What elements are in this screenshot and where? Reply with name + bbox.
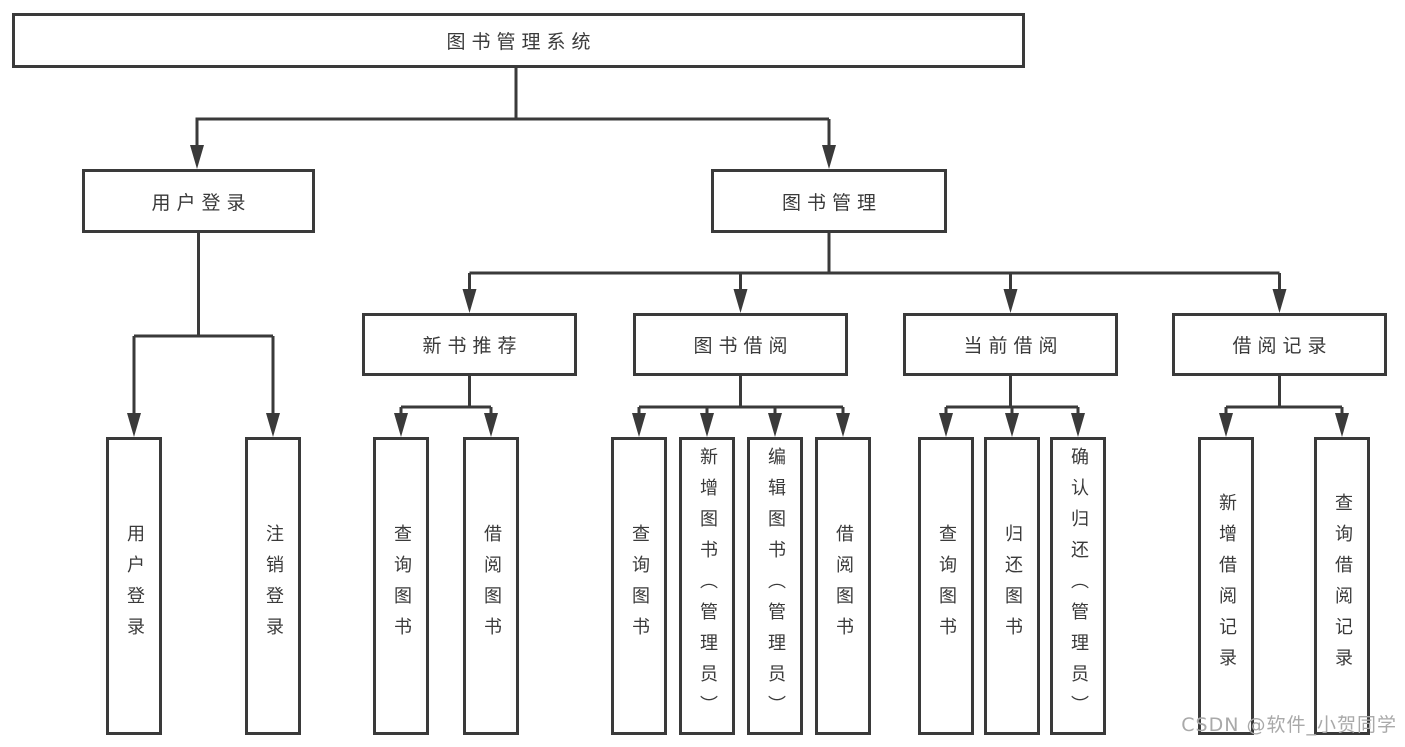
node-label: 新增借阅记录 [1216,493,1237,679]
node-new-book-recommend: 新书推荐 [362,313,577,376]
node-book-borrowing: 图书借阅 [633,313,848,376]
node-label: 借阅图书 [481,524,502,648]
node-cb-query-books: 查询图书 [918,437,974,735]
node-current-borrowing: 当前借阅 [903,313,1118,376]
node-label: 借阅图书 [833,524,854,648]
node-br-query-record: 查询借阅记录 [1314,437,1370,735]
node-bb-edit-books-admin: 编辑图书（管理员） [747,437,803,735]
node-label: 查询图书 [391,524,412,648]
node-label: 确认归还（管理员） [1068,446,1089,726]
node-br-add-record: 新增借阅记录 [1198,437,1254,735]
node-nb-borrow-books: 借阅图书 [463,437,519,735]
node-user-login-module: 用户登录 [82,169,315,233]
node-bb-add-books-admin: 新增图书（管理员） [679,437,735,735]
node-label: 归还图书 [1002,524,1023,648]
node-nb-query-books: 查询图书 [373,437,429,735]
node-bb-borrow-books: 借阅图书 [815,437,871,735]
node-label: 查询图书 [936,524,957,648]
node-label: 新增图书（管理员） [697,446,718,726]
node-label: 查询图书 [629,524,650,648]
node-label: 注销登录 [263,524,284,648]
node-cb-confirm-return-admin: 确认归还（管理员） [1050,437,1106,735]
node-bb-query-books: 查询图书 [611,437,667,735]
node-root-system: 图书管理系统 [12,13,1025,68]
node-logout: 注销登录 [245,437,301,735]
node-cb-return-books: 归还图书 [984,437,1040,735]
node-book-management-module: 图书管理 [711,169,947,233]
node-label: 用户登录 [124,524,145,648]
node-borrowing-records: 借阅记录 [1172,313,1387,376]
csdn-watermark: CSDN @软件_小贺同学 [1181,714,1397,736]
node-label: 编辑图书（管理员） [765,446,786,726]
node-user-login: 用户登录 [106,437,162,735]
node-label: 查询借阅记录 [1332,493,1353,679]
